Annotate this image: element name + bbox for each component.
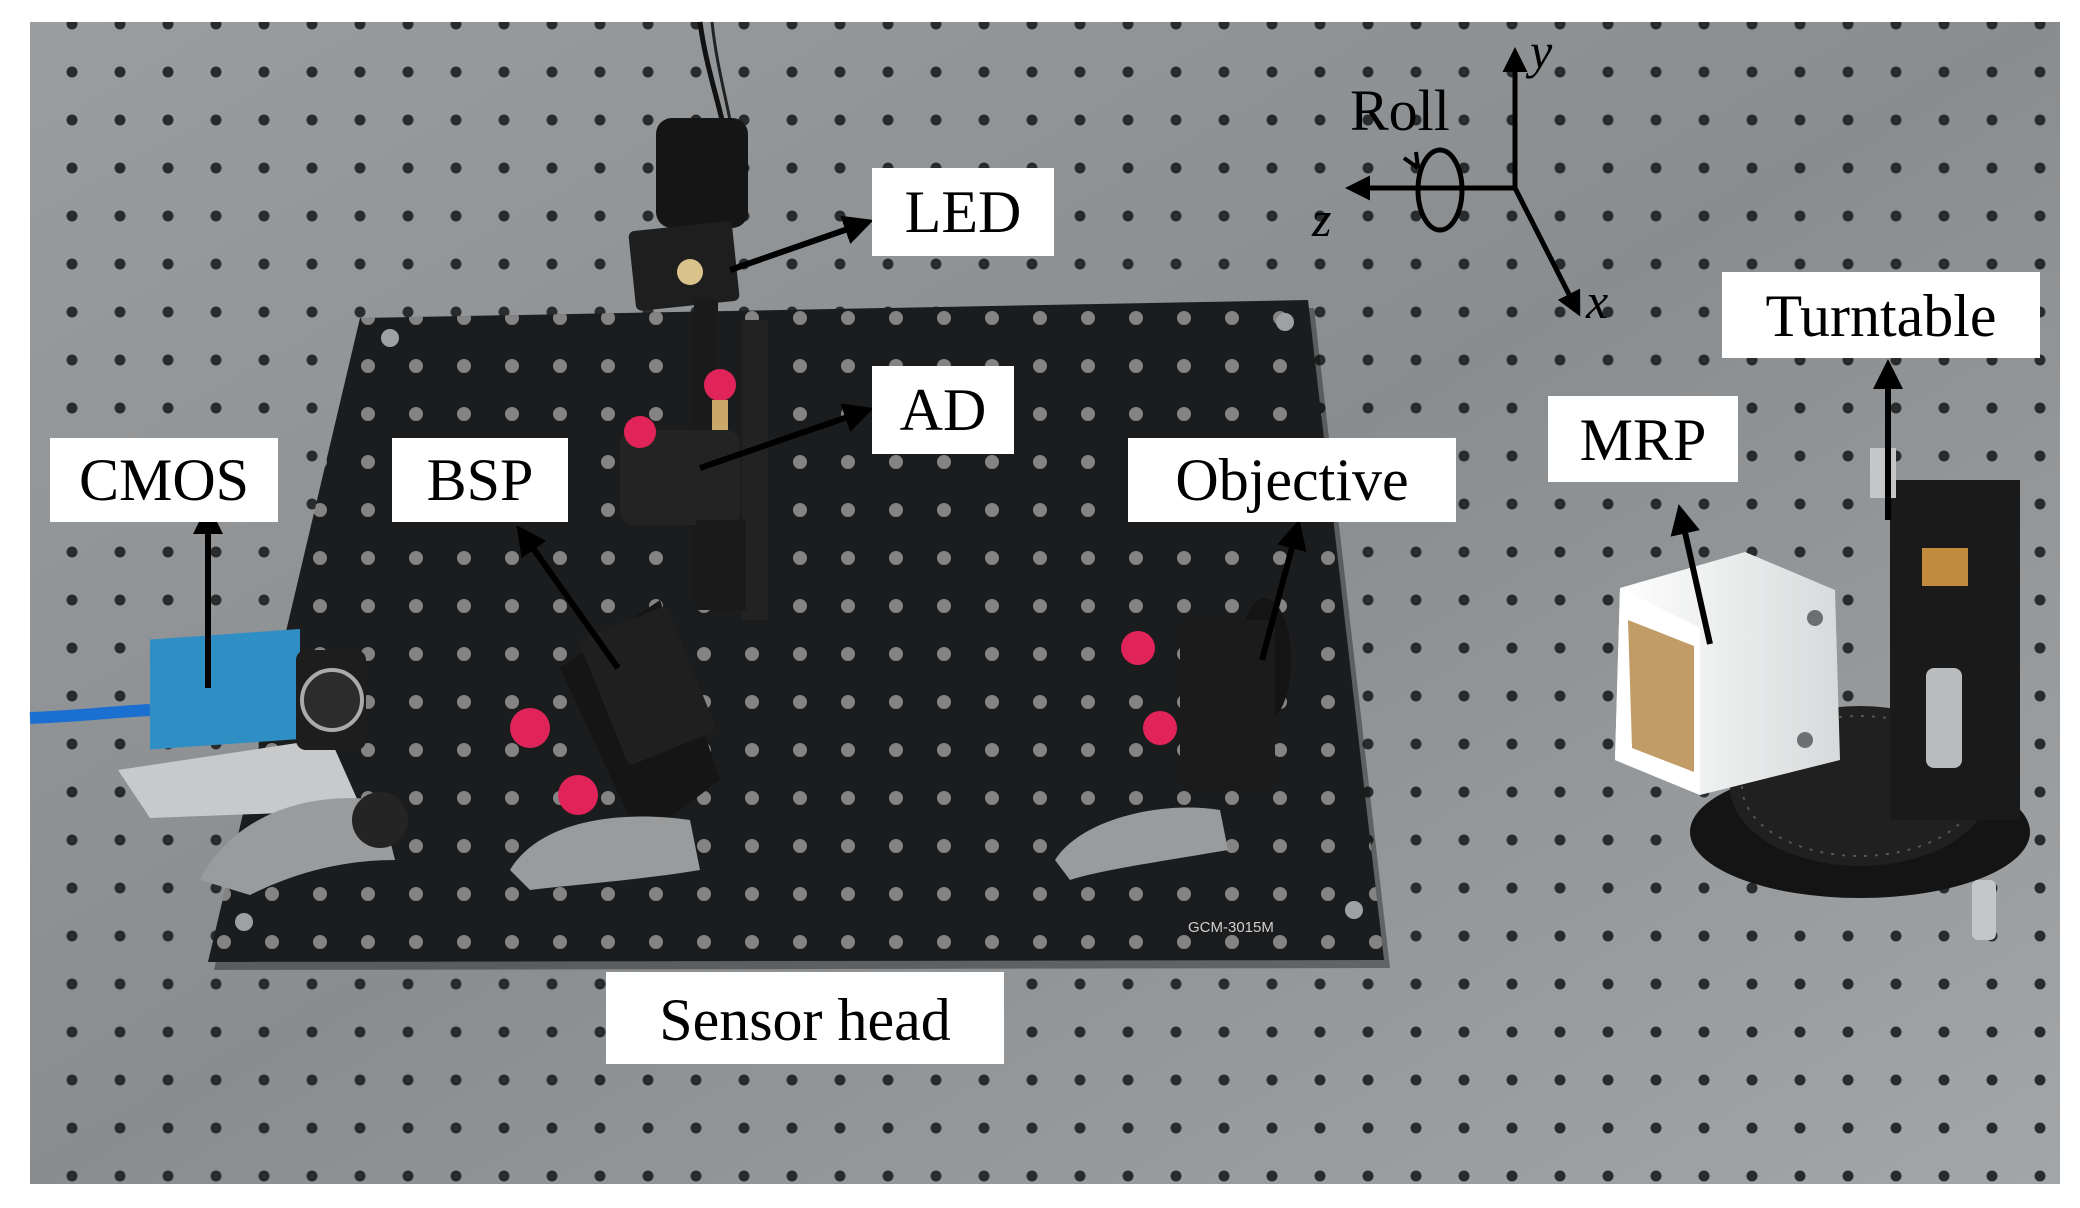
label-ad-text: AD	[900, 377, 987, 443]
mrp-arrow	[1670, 504, 1713, 645]
roll-label: Roll	[1350, 78, 1450, 143]
label-turntable-text: Turntable	[1765, 283, 1996, 349]
objective-mount	[1055, 598, 1291, 880]
z-axis-label: z	[1311, 191, 1331, 247]
mrp-prism	[1615, 552, 1840, 795]
label-led-text: LED	[905, 179, 1022, 245]
breadboard-model-text: GCM-3015M	[1188, 919, 1274, 936]
x-axis-label: x	[1585, 273, 1608, 329]
label-mrp-text: MRP	[1580, 407, 1707, 473]
cmos-camera	[29, 629, 408, 895]
x-axis-arrow	[1512, 186, 1581, 317]
y-axis-label: y	[1525, 23, 1553, 79]
coordinate-axes	[1345, 47, 1581, 317]
label-led: LED	[872, 168, 1054, 256]
label-objective-text: Objective	[1175, 447, 1408, 513]
led-arrow	[729, 215, 874, 273]
label-cmos-text: CMOS	[79, 447, 249, 513]
label-sensor-head-text: Sensor head	[659, 987, 951, 1053]
label-ad: AD	[872, 366, 1014, 454]
aperture-diaphragm-mount	[620, 369, 746, 610]
label-turntable: Turntable	[1722, 272, 2040, 358]
label-cmos: CMOS	[50, 438, 278, 522]
label-mrp: MRP	[1548, 396, 1738, 482]
label-bsp-text: BSP	[427, 447, 534, 513]
callout-arrows	[193, 215, 1903, 688]
label-objective: Objective	[1128, 438, 1456, 522]
objective-arrow	[1259, 519, 1307, 661]
label-sensor-head: Sensor head	[606, 972, 1004, 1064]
bsp-arrow	[516, 525, 621, 670]
ad-arrow	[699, 403, 874, 471]
roll-rotation-ring	[1415, 147, 1465, 233]
beam-splitter-mount	[510, 600, 720, 890]
label-bsp: BSP	[392, 438, 568, 522]
